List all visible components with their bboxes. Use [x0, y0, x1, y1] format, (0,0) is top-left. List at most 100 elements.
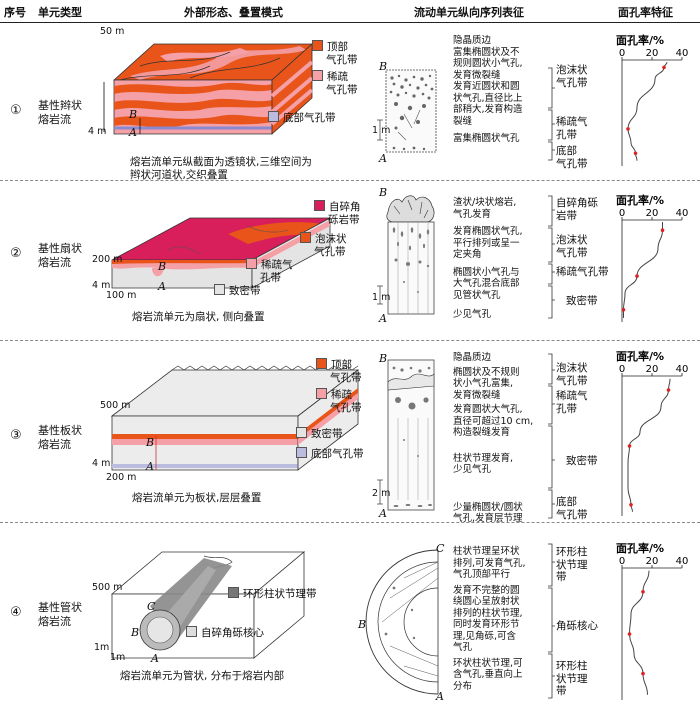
row-1-scale-horizontal: 50 m: [100, 26, 125, 37]
row-3-point-b: B: [146, 436, 155, 449]
row-1-scale-vertical: 4 m: [88, 126, 107, 137]
row-3-block-diagram: [110, 365, 360, 471]
row-4-block-diagram: [110, 551, 306, 659]
porosity-sample-point: [635, 274, 639, 278]
row-2-scale-horizontal: 200 m: [92, 254, 123, 265]
row-4-col-point-a: A: [436, 690, 444, 703]
row-4-semicircle-section: [365, 549, 439, 695]
row-4-zone-1: 环形柱状节理带: [556, 546, 588, 583]
porosity-sample-point: [662, 65, 666, 70]
row-2-legend-breccia: 自碎角 砾岩带: [314, 200, 361, 226]
porosity-sample-point: [627, 632, 632, 636]
porosity-tick-label: 0: [619, 48, 625, 59]
row-3-scale-vertical: 4 m: [92, 458, 111, 469]
porosity-sample-point: [621, 307, 626, 312]
row-3-zone-4: 底部气孔带: [556, 496, 588, 521]
row-separator: [0, 180, 700, 181]
row-4-zone-3: 环形柱状节理带: [556, 660, 588, 697]
row-3-legend-top: 顶部 气孔带: [316, 358, 362, 384]
row-2-legend-sparse: 稀疏气 孔带: [246, 258, 293, 284]
row-3-col-top-b: B: [379, 352, 388, 365]
porosity-title: 面孔率/%: [616, 33, 664, 47]
row-4-number: ④: [10, 605, 22, 620]
row-3-type: 基性板状熔岩流: [38, 424, 82, 451]
row-4-col-point-b: B: [358, 618, 367, 631]
legend-swatch: [268, 111, 279, 122]
porosity-tick-label: 20: [646, 364, 659, 375]
porosity-sample-point: [633, 151, 638, 156]
porosity-tick-label: 40: [676, 208, 689, 219]
row-3-col-desc: 隐晶质边 椭圆状及不规则状小气孔富集,发育微裂缝 发育圆状大气孔,直径可超过10…: [453, 352, 534, 524]
row-1-type: 基性辫状熔岩流: [38, 99, 82, 126]
row-4-caption: 熔岩流单元为管状, 分布于熔岩内部: [120, 670, 285, 682]
legend-swatch: [300, 232, 311, 243]
row-1-col-scale: 1 m: [372, 125, 391, 136]
porosity-tick-label: 40: [676, 556, 689, 567]
row-3-number: ③: [10, 428, 22, 443]
porosity-tick-label: 20: [646, 556, 659, 567]
porosity-tick-label: 20: [646, 48, 659, 59]
porosity-title: 面孔率/%: [616, 193, 664, 207]
row-3-vertical-column: [387, 359, 435, 511]
legend-swatch: [316, 358, 327, 369]
row-2-col-bottom-a: A: [379, 312, 387, 325]
legend-swatch: [296, 447, 307, 458]
row-3-col-bottom-a: A: [379, 507, 387, 520]
row-1-point-a: A: [129, 126, 137, 139]
row-4-legend-joint: 环形柱状节理带: [228, 587, 317, 601]
row-2-number: ②: [10, 246, 22, 261]
porosity-sample-point: [641, 589, 645, 594]
row-separator: [0, 340, 700, 341]
row-1-col-top-b: B: [379, 60, 388, 73]
porosity-sample-point: [626, 127, 630, 131]
row-3-zone-2: 稀疏气孔带: [556, 390, 588, 415]
porosity-sample-point: [641, 671, 645, 676]
row-3-caption: 熔岩流单元为板状,层层叠置: [132, 492, 262, 504]
row-2-zone-2: 泡沫状气孔带: [556, 234, 588, 259]
row-1-zone-2: 稀疏气孔带: [556, 116, 588, 141]
legend-swatch: [316, 388, 327, 399]
row-4-col-desc: 柱状节理呈环状排列,可发育气孔,气孔顶部平行 发育不完整的圆绕圆心呈放射状排列的…: [453, 546, 526, 692]
row-3-zone-1: 泡沫状气孔带: [556, 362, 588, 387]
row-2-zone-3: 稀疏气孔带: [556, 266, 609, 278]
row-2-col-top-b: B: [379, 186, 388, 199]
row-2-col-scale: 1 m: [372, 292, 391, 303]
row-1-legend-sparse: 稀疏 气孔带: [312, 70, 358, 96]
porosity-sample-point: [629, 503, 633, 507]
row-2-point-b: B: [158, 260, 167, 273]
row-1-block-diagram: [103, 43, 314, 135]
row-2-legend-foam: 泡沫状 气孔带: [300, 232, 347, 258]
row-3-scale-base: 200 m: [106, 472, 137, 483]
legend-swatch: [312, 70, 323, 81]
porosity-sample-point: [666, 388, 671, 392]
row-1-point-b: B: [129, 108, 138, 121]
header-morphology: 外部形态、叠置模式: [184, 6, 283, 19]
porosity-tick-label: 40: [676, 364, 689, 375]
row-2-scale-vertical: 4 m: [92, 280, 111, 291]
header-unit-type: 单元类型: [38, 6, 82, 19]
row-2-zone-1: 自碎角砾岩带: [556, 197, 598, 222]
porosity-curve: [628, 570, 650, 695]
legend-swatch: [314, 200, 325, 211]
row-4-legend-core: 自碎角砾核心: [186, 626, 264, 640]
porosity-sample-point: [627, 444, 632, 448]
row-3-zone-3: 致密带: [566, 455, 598, 467]
porosity-tick-label: 40: [676, 48, 689, 59]
porosity-title: 面孔率/%: [616, 541, 664, 555]
row-2-caption: 熔岩流单元为扇状, 侧向叠置: [132, 311, 265, 323]
row-2-scale-base: 100 m: [106, 290, 137, 301]
porosity-sample-point: [660, 228, 665, 232]
row-2-type: 基性扇状熔岩流: [38, 242, 82, 269]
row-2-point-a: A: [158, 280, 166, 293]
porosity-tick-label: 0: [619, 556, 625, 567]
row-4-point-c: C: [147, 600, 156, 613]
row-4-scale-base: 1m: [110, 652, 126, 663]
legend-swatch: [246, 258, 257, 269]
header-no: 序号: [4, 6, 26, 19]
row-2-col-desc: 渣状/块状熔岩,气孔发育 发育椭圆状气孔,平行排列或呈一定夹角 椭圆状小气孔与大…: [453, 197, 523, 320]
row-4-scale-vertical: 1m: [94, 642, 110, 653]
